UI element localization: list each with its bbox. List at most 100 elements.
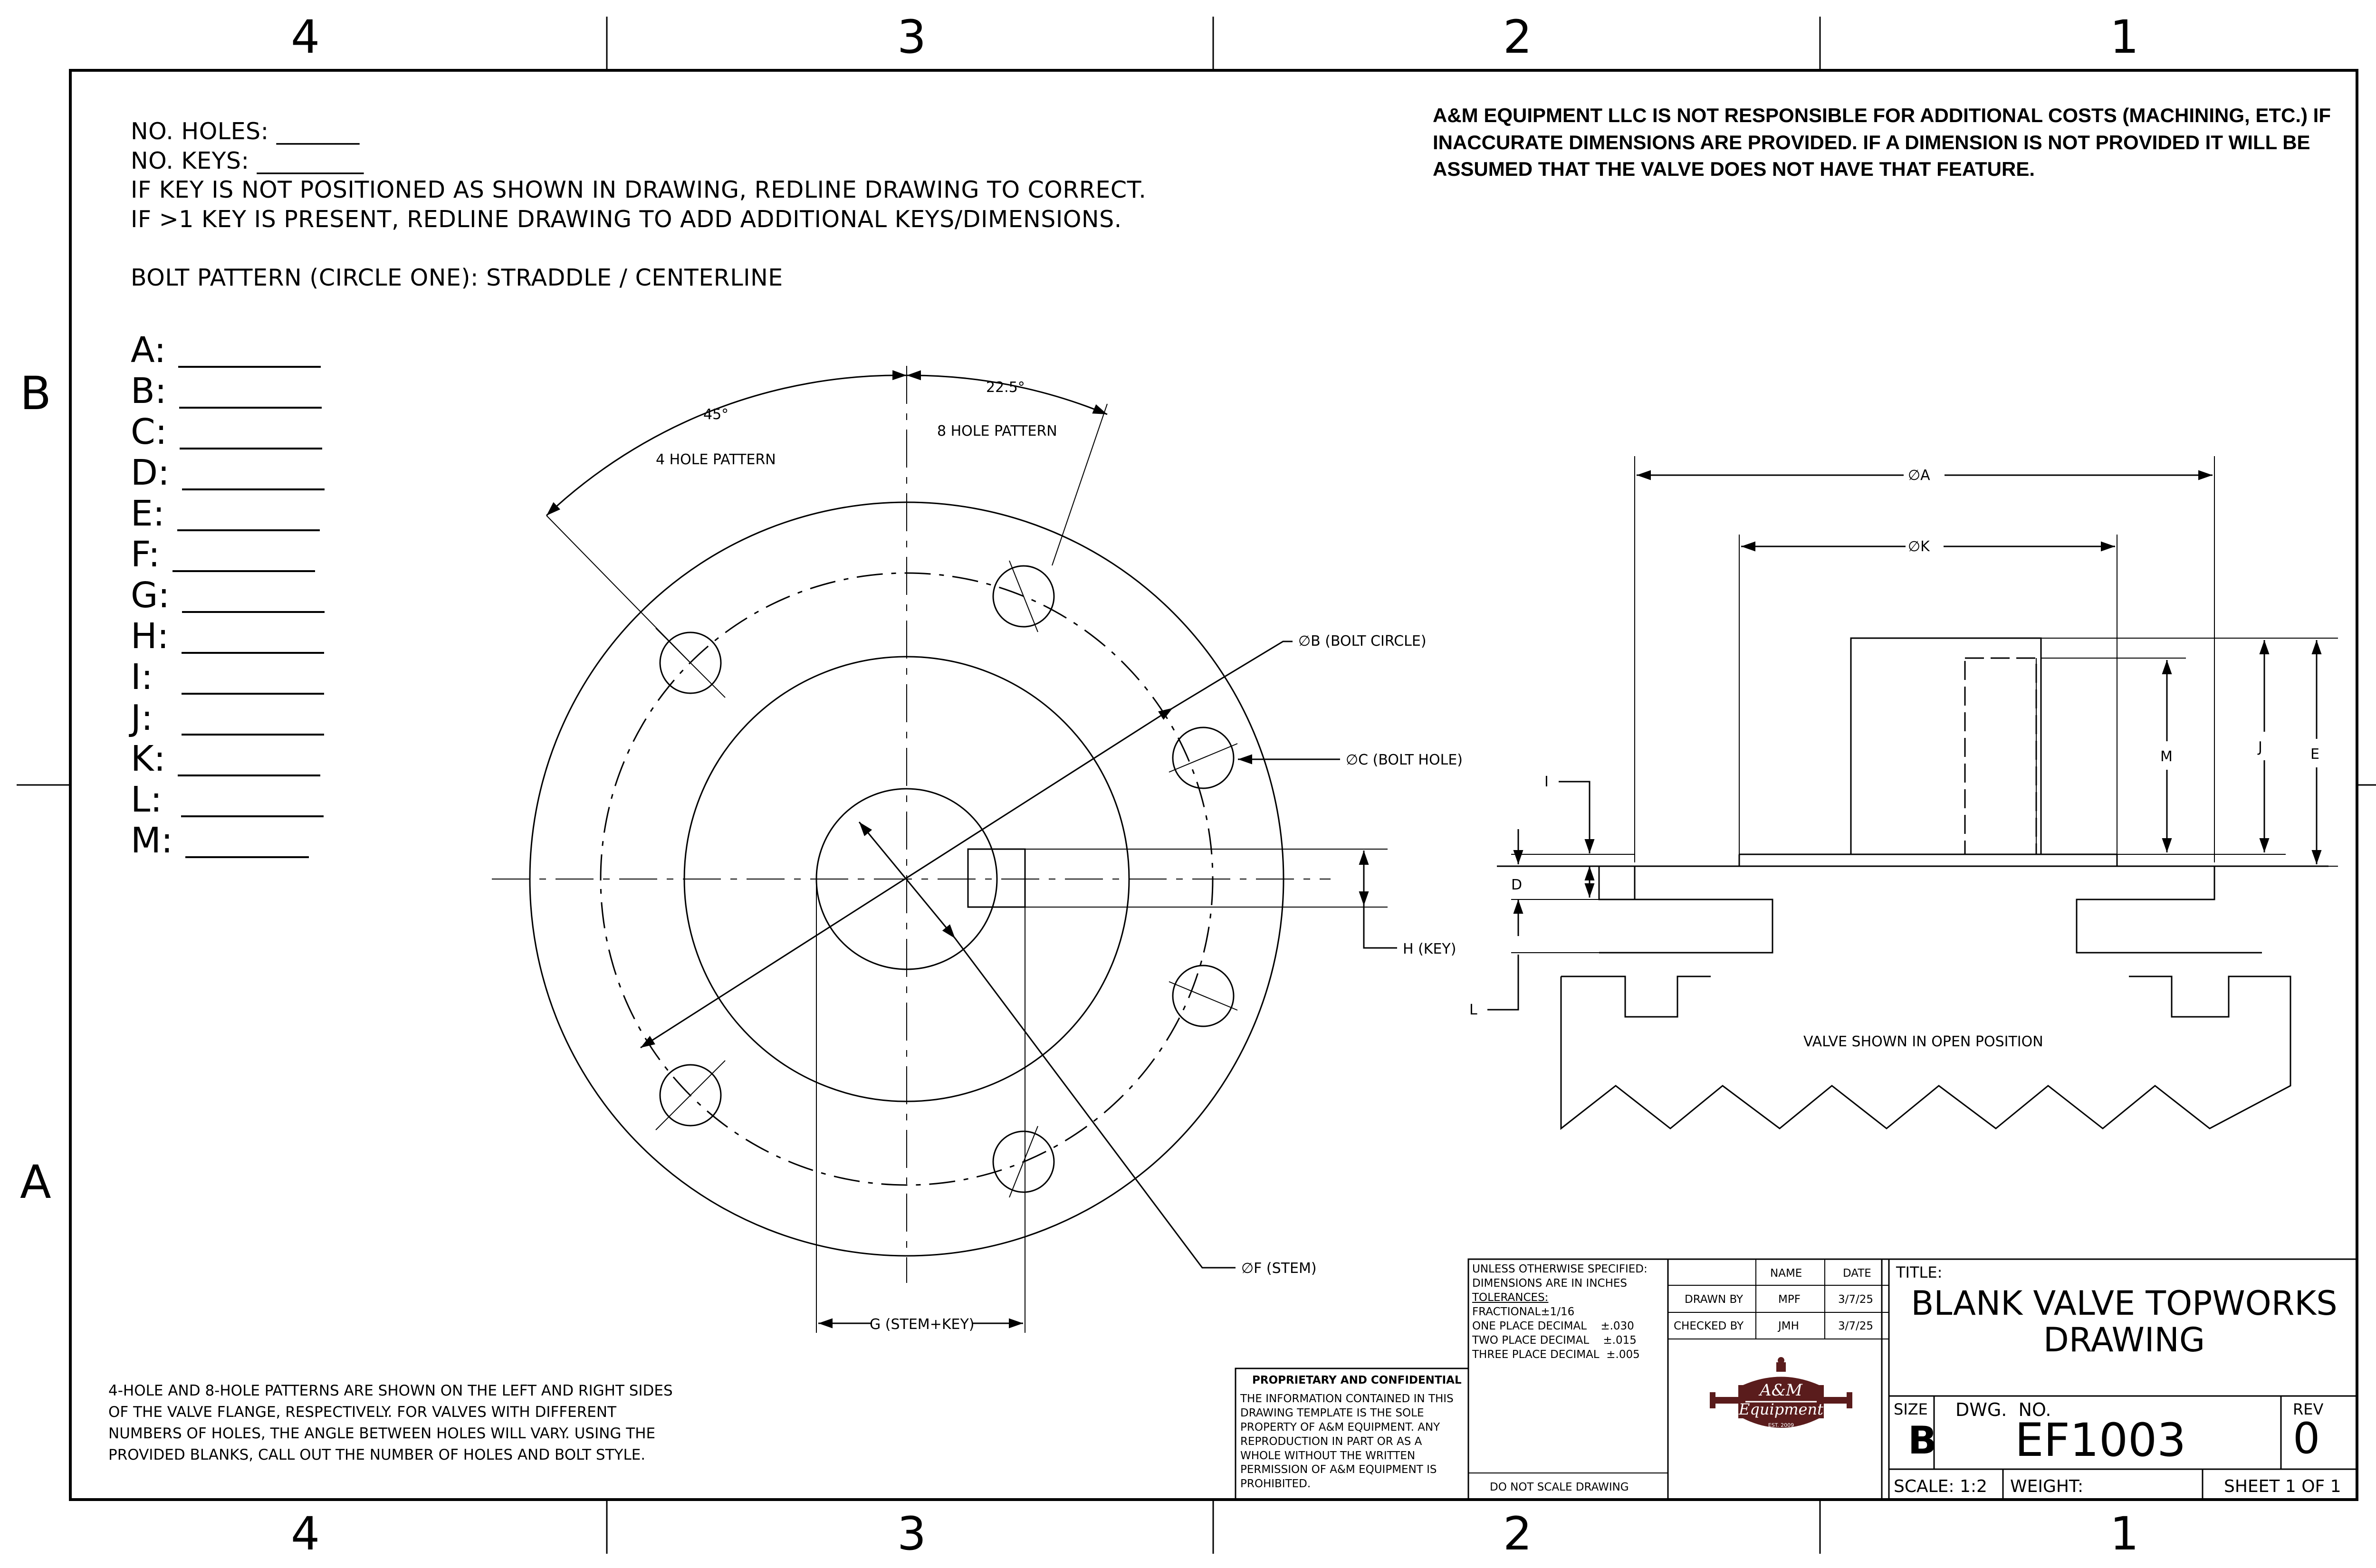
zone-col-3-top: 3 <box>897 10 927 64</box>
date-header: DATE <box>1843 1267 1871 1280</box>
dim-d-label: D <box>1511 877 1523 893</box>
dim-field-label: L: <box>131 779 163 820</box>
zone-col-1-top: 1 <box>2110 10 2139 64</box>
dim-field-blank[interactable] <box>177 498 320 531</box>
dim-field-label: K: <box>131 738 166 779</box>
logo-graphic: A&M Equipment EST. 2009 <box>1710 1357 1852 1428</box>
dim-field-blank[interactable] <box>181 621 324 654</box>
key-position-note: IF KEY IS NOT POSITIONED AS SHOWN IN DRA… <box>131 176 1147 203</box>
dim-field-label: M: <box>131 820 173 861</box>
zone-row-b-left: B <box>20 367 51 420</box>
dim-field-j[interactable]: J: <box>131 700 324 736</box>
zone-col-2-top: 2 <box>1503 10 1533 64</box>
logo-text-equipment: Equipment <box>1738 1400 1823 1418</box>
drawn-by-label: DRAWN BY <box>1685 1293 1744 1306</box>
dim-i-label: I <box>1544 774 1549 790</box>
zone-col-1-bottom: 1 <box>2110 1507 2139 1560</box>
title-label: TITLE: <box>1896 1263 1943 1281</box>
zone-col-4-top: 4 <box>291 10 320 64</box>
bolt-hole-label: ∅C (BOLT HOLE) <box>1346 752 1463 768</box>
dim-k-label: ∅K <box>1908 538 1930 555</box>
unless-specified: UNLESS OTHERWISE SPECIFIED: <box>1472 1263 1648 1275</box>
dims-in-inches: DIMENSIONS ARE IN INCHES <box>1472 1277 1628 1290</box>
dim-field-label: D: <box>131 452 170 493</box>
dwg-no-value: EF1003 <box>2015 1414 2186 1467</box>
rev-value: 0 <box>2293 1414 2320 1463</box>
dim-field-c[interactable]: C: <box>131 414 322 449</box>
checked-by-date: 3/7/25 <box>1838 1320 1874 1332</box>
dim-field-blank[interactable] <box>179 416 322 449</box>
dim-field-blank[interactable] <box>181 784 324 817</box>
tolerances-label: TOLERANCES: <box>1472 1291 1549 1304</box>
dim-field-b[interactable]: B: <box>131 373 322 409</box>
key-label: H (KEY) <box>1403 941 1456 957</box>
eight-hole-pattern-label: 8 HOLE PATTERN <box>937 423 1057 440</box>
dim-field-label: C: <box>131 411 167 452</box>
dim-m-label: M <box>2160 748 2173 765</box>
four-hole-pattern-label: 4 HOLE PATTERN <box>656 451 776 468</box>
proprietary-text: THE INFORMATION CONTAINED IN THIS DRAWIN… <box>1240 1393 1454 1491</box>
dim-field-label: F: <box>131 534 160 575</box>
dim-field-label: E: <box>131 493 165 534</box>
one-place-tolerance: ONE PLACE DECIMAL ±.030 <box>1472 1320 1634 1332</box>
rev-label: REV <box>2293 1400 2324 1418</box>
bolt-circle-label: ∅B (BOLT CIRCLE) <box>1298 633 1427 650</box>
dim-field-blank[interactable] <box>178 335 321 368</box>
dim-field-i[interactable]: I: <box>131 660 324 695</box>
sheet-value: SHEET 1 OF 1 <box>2224 1477 2341 1496</box>
bolt-holes <box>655 560 1238 1198</box>
drawn-by-date: 3/7/25 <box>1838 1293 1874 1306</box>
scale-value: SCALE: 1:2 <box>1894 1477 1987 1496</box>
no-holes-note: NO. HOLES: _______ <box>131 118 360 145</box>
dim-field-blank[interactable] <box>185 825 309 858</box>
dim-field-m[interactable]: M: <box>131 823 309 858</box>
dim-field-f[interactable]: F: <box>131 537 315 572</box>
size-value: B <box>1908 1418 1937 1463</box>
drawing-title: BLANK VALVE TOPWORKS DRAWING <box>1911 1284 2338 1359</box>
size-label: SIZE <box>1894 1400 1928 1418</box>
checked-by-label: CHECKED BY <box>1674 1320 1744 1332</box>
dim-field-a[interactable]: A: <box>131 333 321 368</box>
sheet-border <box>17 17 2376 1554</box>
open-position-note: VALVE SHOWN IN OPEN POSITION <box>1803 1033 2043 1050</box>
dim-l-label: L <box>1469 1002 1477 1018</box>
company-logo: A&M Equipment EST. 2009 <box>1710 1357 1852 1447</box>
dim-field-label: G: <box>131 575 170 616</box>
dim-field-l[interactable]: L: <box>131 782 324 817</box>
dim-a-label: ∅A <box>1908 467 1930 484</box>
logo-text-am: A&M <box>1758 1381 1803 1400</box>
dim-field-d[interactable]: D: <box>131 455 325 490</box>
dim-field-blank[interactable] <box>172 539 315 572</box>
stem-label: ∅F (STEM) <box>1241 1260 1317 1277</box>
dwg-no-label: DWG. NO. <box>1955 1399 2051 1420</box>
dim-field-h[interactable]: H: <box>131 619 324 654</box>
zone-row-a-left: A <box>20 1156 51 1209</box>
three-place-tolerance: THREE PLACE DECIMAL ±.005 <box>1472 1348 1640 1361</box>
dim-field-k[interactable]: K: <box>131 738 321 779</box>
dim-field-blank[interactable] <box>181 661 324 695</box>
zone-col-3-bottom: 3 <box>897 1507 927 1560</box>
dim-field-g[interactable]: G: <box>131 578 325 613</box>
no-keys-note: NO. KEYS: _________ <box>131 147 364 174</box>
checked-by-name: JMH <box>1778 1320 1799 1332</box>
dim-field-blank[interactable] <box>179 375 322 409</box>
dim-field-e[interactable]: E: <box>131 496 320 531</box>
stem-key-label: G (STEM+KEY) <box>870 1316 975 1333</box>
flange-view <box>492 366 1397 1333</box>
proprietary-title: PROPRIETARY AND CONFIDENTIAL <box>1252 1374 1462 1386</box>
drawn-by-name: MPF <box>1778 1293 1801 1306</box>
dim-field-blank[interactable] <box>182 457 325 490</box>
dim-field-blank[interactable] <box>181 702 324 736</box>
fractional-tolerance: FRACTIONAL±1/16 <box>1472 1306 1575 1318</box>
dim-field-blank[interactable] <box>178 743 321 776</box>
dim-field-label: B: <box>131 371 167 411</box>
dim-field-label: I: <box>131 657 153 698</box>
multi-key-note: IF >1 KEY IS PRESENT, REDLINE DRAWING TO… <box>131 206 1122 233</box>
angle-45-label: 45° <box>703 406 729 423</box>
dim-field-blank[interactable] <box>182 580 325 613</box>
two-place-tolerance: TWO PLACE DECIMAL ±.015 <box>1472 1334 1637 1347</box>
pattern-footnote: 4-HOLE AND 8-HOLE PATTERNS ARE SHOWN ON … <box>108 1382 673 1463</box>
weight-label: WEIGHT: <box>2010 1477 2084 1496</box>
side-view <box>1487 456 2338 1130</box>
